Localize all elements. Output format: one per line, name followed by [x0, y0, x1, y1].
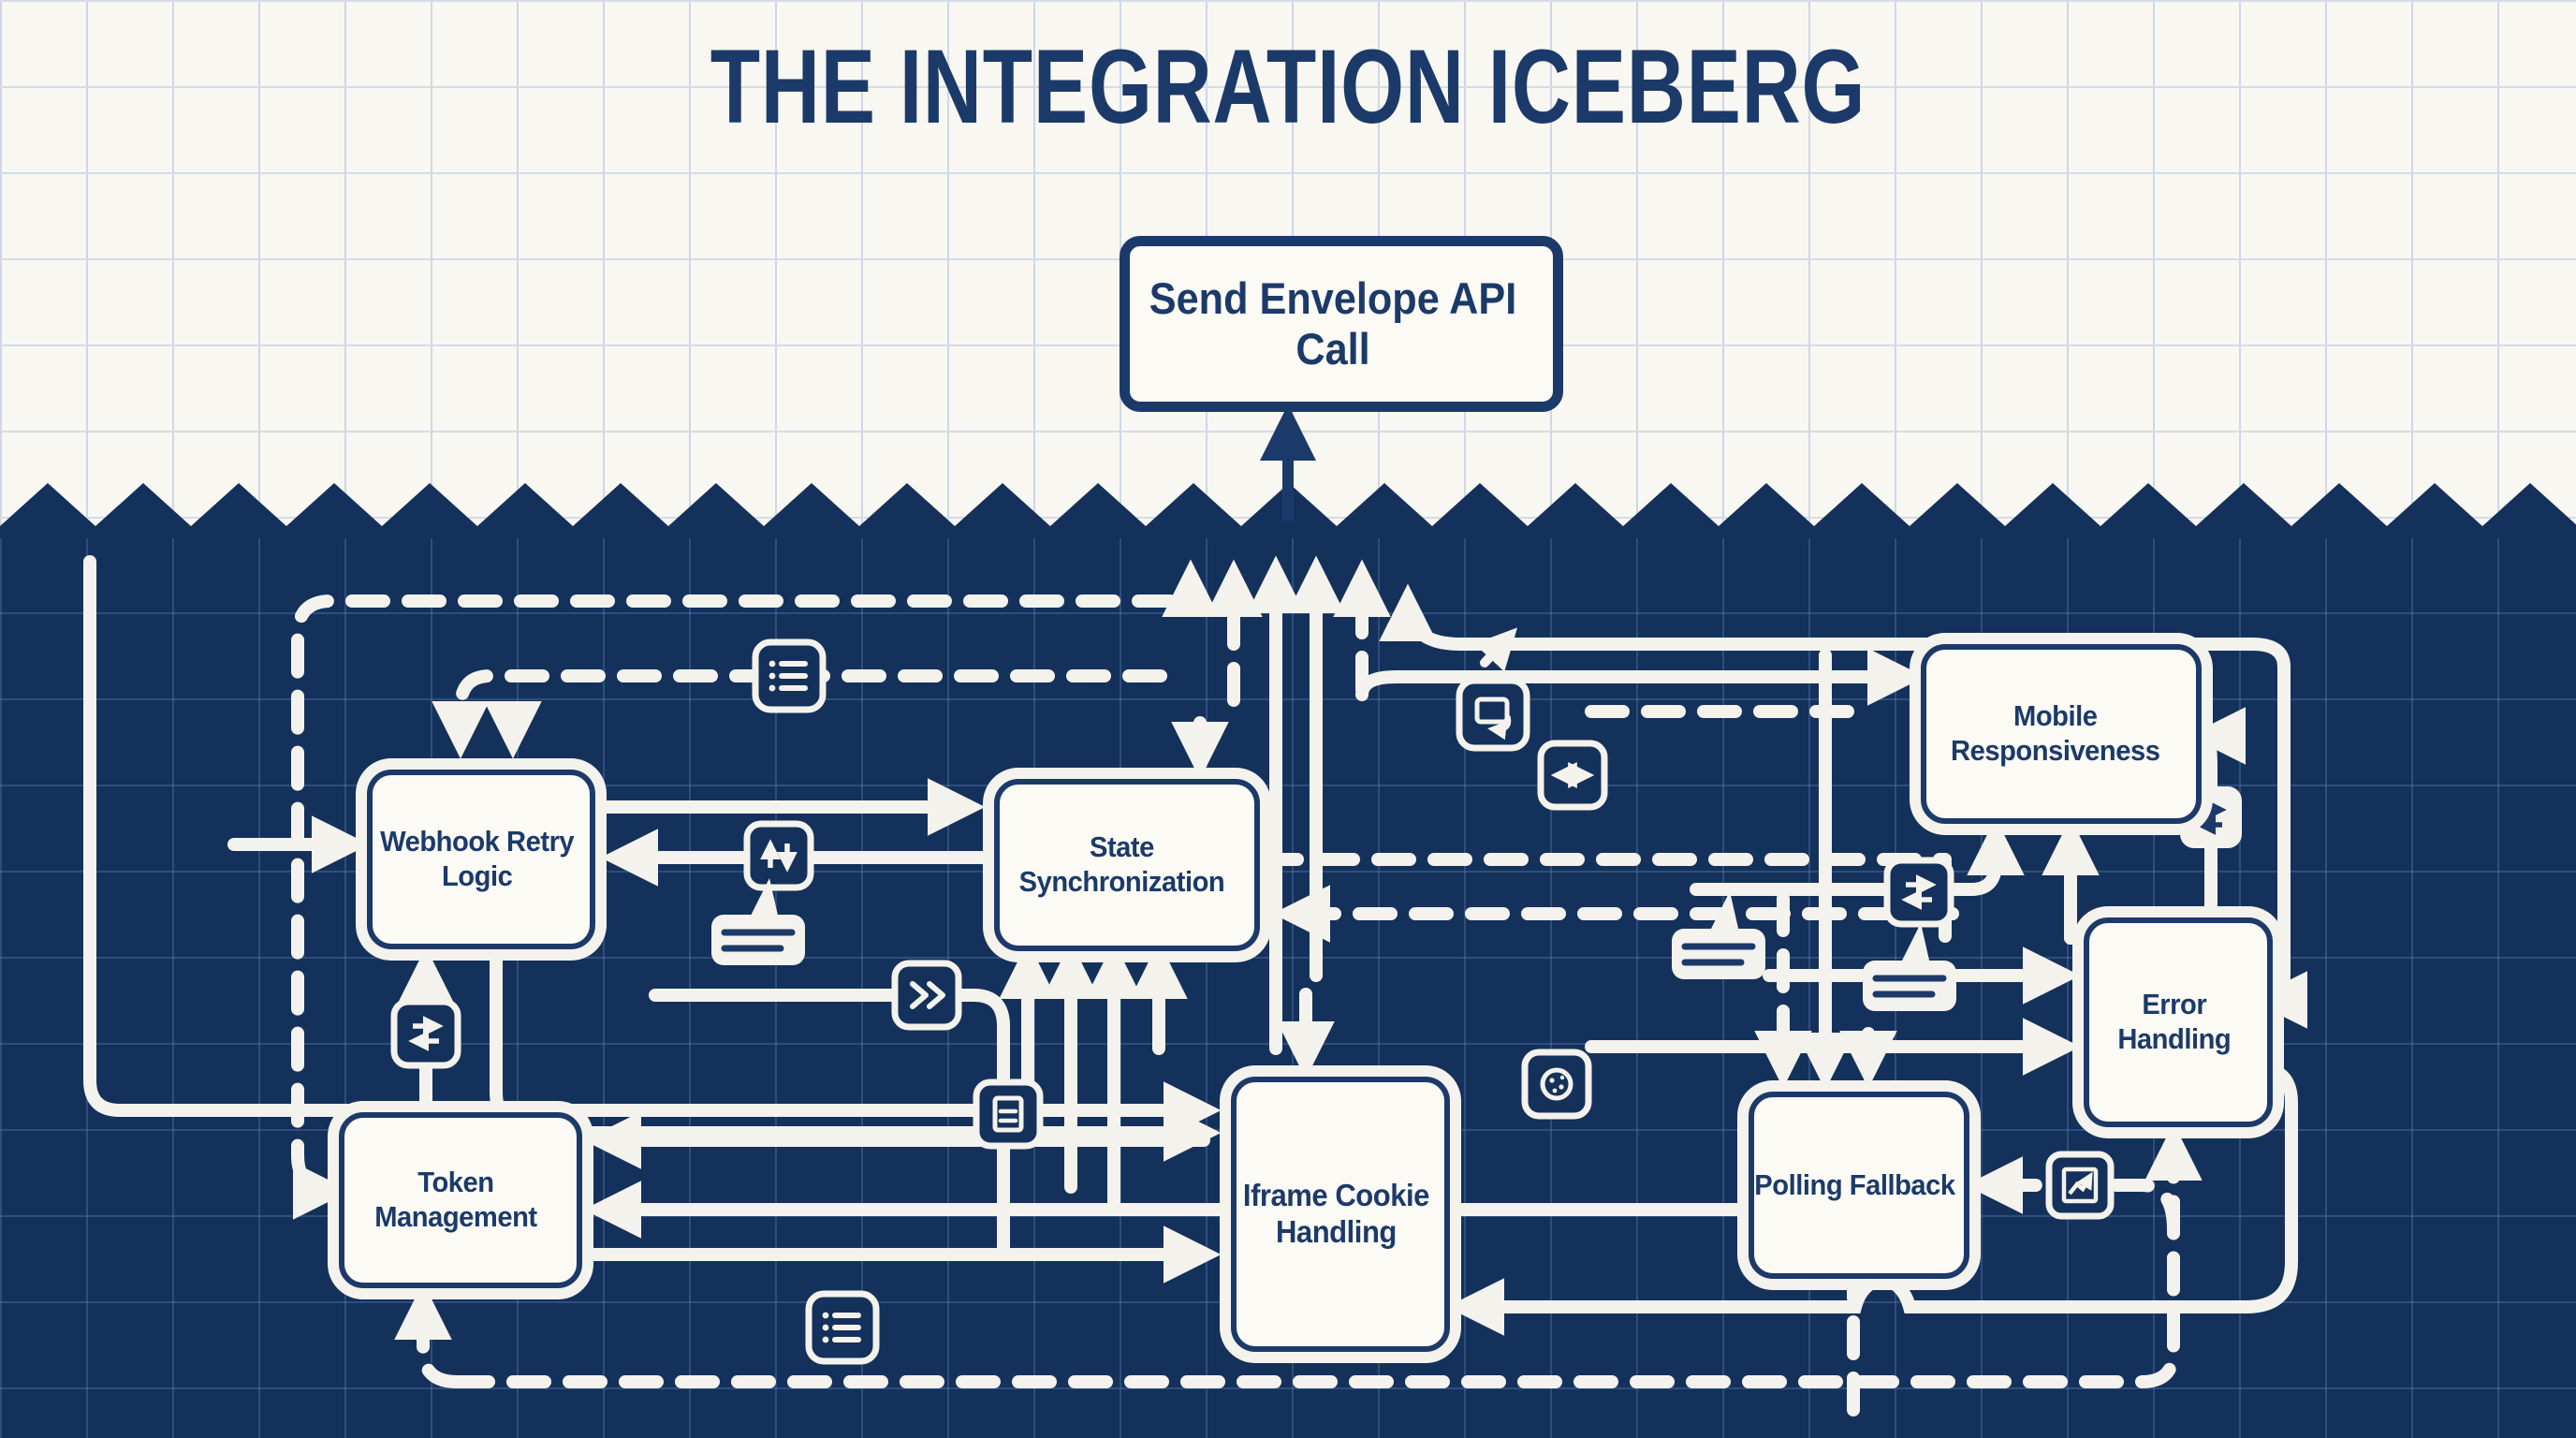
node-label: State Synchronization — [1018, 830, 1225, 898]
tooltip-icon-3 — [1863, 923, 1956, 1011]
page-title: THE INTEGRATION ICEBERG — [710, 28, 1866, 145]
cookie-icon — [1521, 1049, 1592, 1120]
node-label: Token Management — [374, 1166, 537, 1233]
diagonal-arrow-icon — [1473, 627, 1517, 672]
form-icon — [973, 1078, 1044, 1150]
arrows-horizontal-icon — [1537, 740, 1608, 811]
swap-icon-2 — [1883, 857, 1954, 928]
swap-icon — [390, 998, 461, 1069]
node-label: Iframe Cookie Handling — [1243, 1178, 1430, 1249]
node-token-management: Token Management — [339, 1112, 582, 1288]
send-envelope-api-call-box: Send Envelope API Call — [1120, 236, 1563, 412]
tooltip-icon — [711, 878, 805, 965]
node-label: Webhook Retry Logic — [379, 825, 575, 892]
node-label: Polling Fallback — [1754, 1167, 1955, 1201]
api-box-label: Send Envelope API Call — [1149, 272, 1517, 374]
node-webhook-retry-logic: Webhook Retry Logic — [367, 770, 595, 949]
tooltip-icon-2 — [1672, 891, 1765, 979]
dashed-connectors — [291, 559, 2203, 1430]
screen-refresh-icon — [1456, 677, 1530, 752]
chart-icon — [2045, 1151, 2115, 1220]
list-icon — [752, 638, 827, 713]
sort-arrows-icon — [743, 820, 814, 891]
node-iframe-cookie-handling: Iframe Cookie Handling — [1231, 1077, 1450, 1352]
fast-forward-icon — [891, 960, 962, 1031]
icon-badges — [390, 627, 2242, 1365]
node-mobile-responsiveness: Mobile Responsiveness — [1921, 644, 2202, 824]
list-icon-2 — [805, 1290, 880, 1365]
node-label: Mobile Responsiveness — [1951, 699, 2161, 767]
node-error-handling: Error Handling — [2084, 917, 2273, 1127]
node-label: Error Handling — [2117, 988, 2232, 1055]
node-polling-fallback: Polling Fallback — [1749, 1092, 1969, 1279]
node-state-synchronization: State Synchronization — [994, 779, 1260, 951]
solid-connectors — [83, 555, 2308, 1336]
